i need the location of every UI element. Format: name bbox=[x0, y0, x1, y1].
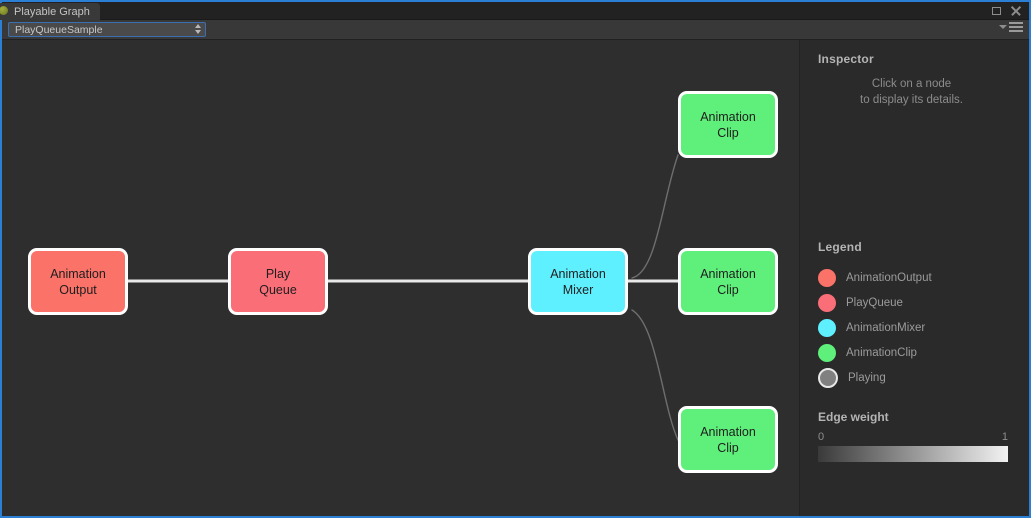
edge-weight-min: 0 bbox=[818, 431, 825, 443]
edge-mixer-clip-top bbox=[631, 154, 679, 279]
graph-icon bbox=[0, 6, 8, 15]
edge-weight-legend: Edge weight 0 1 bbox=[818, 410, 1008, 462]
hamburger-menu-icon[interactable] bbox=[999, 22, 1023, 32]
edge-layer bbox=[126, 154, 680, 441]
edge-weight-title: Edge weight bbox=[818, 410, 889, 424]
legend-item-label: AnimationMixer bbox=[846, 321, 926, 334]
titlebar: Playable Graph bbox=[0, 2, 1029, 32]
node-label-line1: Animation bbox=[50, 266, 106, 281]
legend-color-swatch bbox=[818, 293, 836, 312]
node-label-line2: Queue bbox=[259, 282, 297, 297]
legend-color-swatch bbox=[818, 367, 838, 388]
legend-item-label: Playing bbox=[848, 371, 886, 384]
node-label-line2: Output bbox=[59, 282, 97, 297]
edge-mixer-clip-bottom bbox=[631, 309, 679, 441]
node-label-line2: Mixer bbox=[562, 282, 594, 297]
legend-item: AnimationMixer bbox=[818, 315, 1008, 340]
inspector-hint-line2: to display its details. bbox=[860, 94, 963, 106]
legend-title: Legend bbox=[818, 240, 862, 254]
legend-item: PlayQueue bbox=[818, 290, 1008, 315]
tab-playable-graph[interactable]: Playable Graph bbox=[0, 3, 100, 20]
edge-weight-gradient-bar bbox=[818, 446, 1008, 462]
edge-weight-max: 1 bbox=[1001, 431, 1008, 443]
legend-item: AnimationClip bbox=[818, 340, 1008, 365]
legend-color-swatch bbox=[818, 318, 836, 337]
node-label-line1: Animation bbox=[700, 424, 756, 439]
inspector-hint-line1: Click on a node bbox=[871, 78, 952, 90]
edge-weight-scale: 0 1 bbox=[818, 431, 1008, 443]
legend-item: AnimationOutput bbox=[818, 265, 1008, 290]
close-icon[interactable] bbox=[1010, 5, 1021, 16]
node-label-line2: Clip bbox=[717, 282, 739, 297]
inspector-title: Inspector bbox=[818, 52, 874, 66]
legend-item-label: AnimationClip bbox=[846, 346, 917, 359]
node-label-line2: Clip bbox=[717, 125, 739, 140]
legend-color-swatch bbox=[818, 268, 836, 287]
node-label-line1: Animation bbox=[700, 109, 756, 124]
graph-selector-dropdown[interactable]: PlayQueueSample bbox=[8, 22, 206, 37]
legend-item-label: PlayQueue bbox=[846, 296, 903, 309]
legend-item: Playing bbox=[818, 365, 1008, 390]
node-label-line1: Play bbox=[265, 266, 291, 281]
sidebar: Inspector Click on a node to display its… bbox=[799, 40, 1029, 516]
chevron-down-icon bbox=[999, 25, 1007, 29]
toolbar: PlayQueueSample bbox=[2, 20, 1029, 40]
tab-label: Playable Graph bbox=[14, 5, 90, 18]
node-label-line2: Clip bbox=[717, 440, 739, 455]
node-label-line1: Animation bbox=[700, 266, 756, 281]
inspector-hint: Click on a node to display its details. bbox=[818, 76, 1011, 108]
window-controls bbox=[992, 5, 1021, 16]
graph-selector-value: PlayQueueSample bbox=[15, 23, 103, 36]
menu-lines-icon bbox=[1009, 22, 1023, 32]
maximize-icon[interactable] bbox=[992, 6, 1001, 15]
legend-color-swatch bbox=[818, 343, 836, 362]
legend-item-label: AnimationOutput bbox=[846, 271, 932, 284]
node-label-line1: Animation bbox=[550, 266, 606, 281]
updown-arrows-icon bbox=[195, 24, 201, 34]
